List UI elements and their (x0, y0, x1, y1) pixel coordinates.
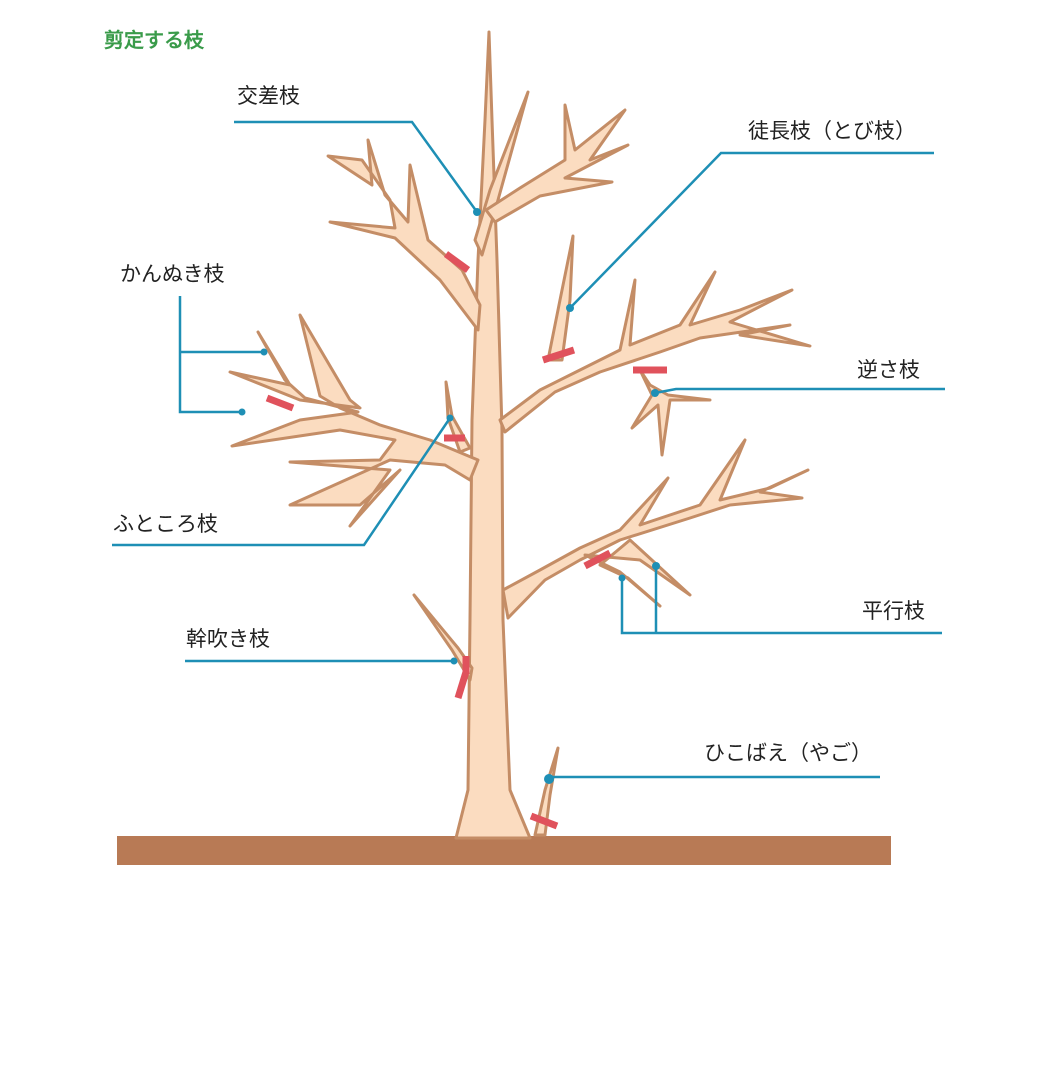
cut-marks (265, 251, 667, 830)
leader-sakasa (654, 387, 945, 395)
ground-bar (117, 836, 891, 865)
branch-root-sucker (533, 746, 560, 837)
label-sakasa: 逆さ枝 (857, 358, 920, 382)
label-heikou: 平行枝 (862, 599, 925, 623)
branch-upper-left (326, 138, 482, 332)
dot-sakasa (651, 389, 659, 397)
tree-branches (228, 30, 812, 840)
branch-water-sprout (546, 234, 575, 362)
cut-mark-crossing (443, 251, 471, 273)
leader-kannuki (178, 296, 242, 414)
dot-heikou-b (652, 562, 660, 570)
cut-mark-trunk-sucker-b (454, 670, 470, 700)
dot-hikobae (544, 774, 554, 784)
dot-futokoro (446, 414, 454, 422)
label-kousa: 交差枝 (237, 84, 300, 108)
tree-trunk (454, 30, 532, 840)
cut-mark-kannuki (265, 394, 295, 412)
label-tochou: 徒長枝（とび枝） (748, 119, 916, 143)
dot-kousa (473, 208, 481, 216)
dot-tochou (566, 304, 574, 312)
dot-miki-buki (450, 657, 458, 665)
dot-kannuki-lower (238, 408, 246, 416)
leader-futokoro (112, 417, 452, 547)
leader-kousa (234, 120, 479, 213)
label-hikobae: ひこばえ（やご） (704, 741, 872, 765)
leader-lines (112, 120, 945, 779)
dot-kannuki-upper (260, 348, 268, 356)
leader-heikou (620, 578, 942, 635)
label-futokoro: ふところ枝 (113, 512, 218, 536)
branch-mid-left (228, 313, 480, 528)
leader-tochou (569, 151, 934, 309)
label-kannuki: かんぬき枝 (120, 262, 225, 286)
branch-mid-right (498, 270, 812, 434)
branch-upper-right (484, 103, 630, 224)
label-miki-buki: 幹吹き枝 (186, 627, 270, 651)
branch-reverse (630, 368, 712, 457)
diagram-title: 剪定する枝 (104, 28, 204, 52)
cut-mark-parallel (583, 549, 612, 570)
cut-mark-water-sprout (541, 346, 576, 364)
dot-heikou-a (618, 574, 626, 582)
cut-mark-root-sucker (529, 812, 559, 830)
branch-trunk-sucker (412, 593, 474, 682)
leader-dots (238, 208, 660, 784)
